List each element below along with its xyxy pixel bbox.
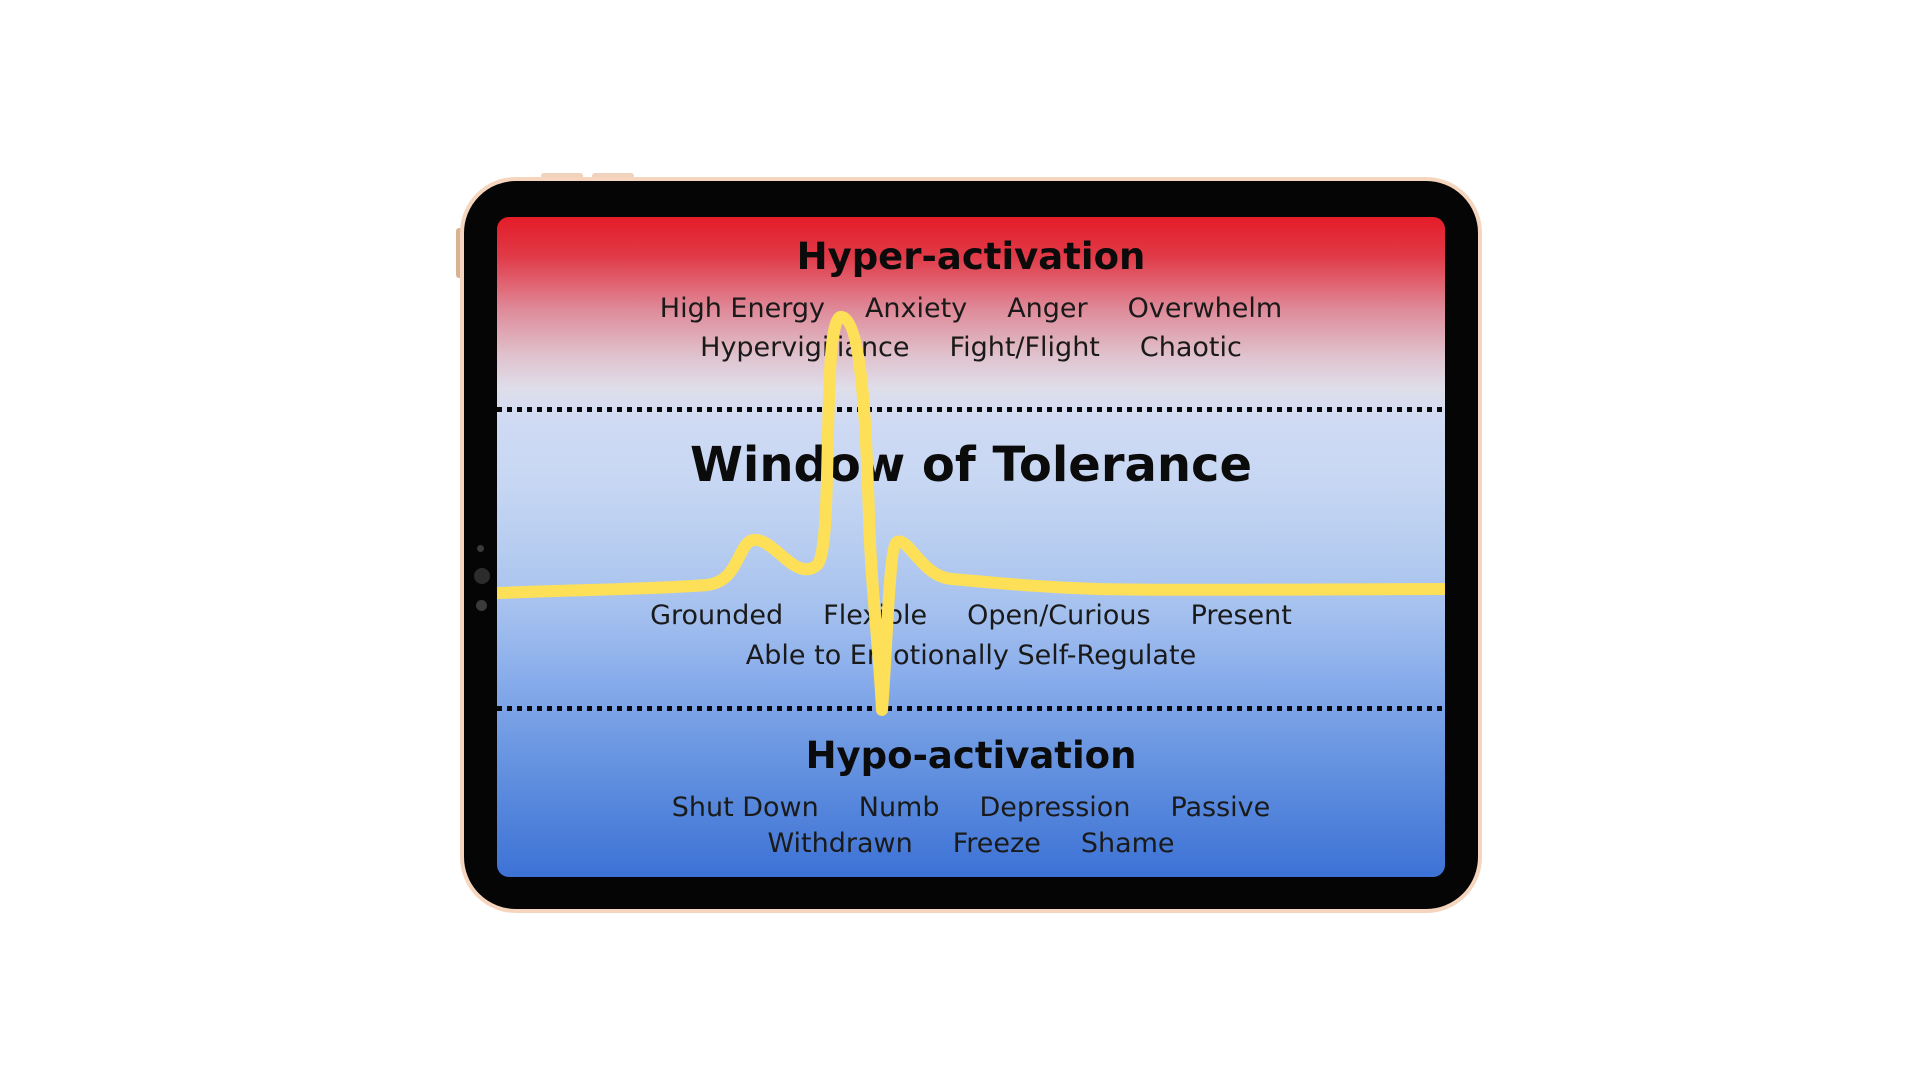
window-traits-row-1: Grounded Flexible Open/Curious Present (497, 600, 1445, 631)
upper-threshold-divider (497, 407, 1445, 412)
hypo-trait: Depression (979, 792, 1131, 823)
hyper-activation-title: Hyper-activation (796, 235, 1146, 278)
arousal-wave-graphic (497, 311, 1445, 716)
window-traits-row-2: Able to Emotionally Self-Regulate (497, 640, 1445, 671)
hyper-trait: Overwhelm (1127, 293, 1283, 324)
hyper-traits-row-1: High Energy Anxiety Anger Overwhelm (497, 293, 1445, 324)
hypo-trait: Freeze (952, 828, 1041, 859)
hypo-traits-row-1: Shut Down Numb Depression Passive (497, 792, 1445, 823)
hyper-trait: Hypervigiliance (700, 332, 910, 363)
hyper-trait: Anger (1007, 293, 1088, 324)
hypo-trait: Passive (1170, 792, 1271, 823)
window-trait: Open/Curious (967, 600, 1151, 631)
hyper-trait: Chaotic (1139, 332, 1242, 363)
hypo-trait: Shut Down (671, 792, 819, 823)
tablet-side-button (456, 228, 461, 278)
hypo-trait: Numb (858, 792, 940, 823)
window-trait: Grounded (650, 600, 784, 631)
lower-threshold-divider (497, 706, 1445, 711)
hyper-trait: Anxiety (864, 293, 968, 324)
tablet-top-button-1 (541, 173, 583, 178)
hyper-trait: Fight/Flight (949, 332, 1100, 363)
hypo-activation-title: Hypo-activation (805, 734, 1137, 777)
hypo-trait: Shame (1080, 828, 1175, 859)
hypo-traits-row-2: Withdrawn Freeze Shame (497, 828, 1445, 859)
hyper-traits-row-2: Hypervigiliance Fight/Flight Chaotic (497, 332, 1445, 363)
camera-dot (476, 600, 487, 611)
window-trait: Able to Emotionally Self-Regulate (745, 640, 1197, 671)
window-trait: Present (1190, 600, 1292, 631)
hypo-trait: Withdrawn (767, 828, 913, 859)
window-of-tolerance-title: Window of Tolerance (689, 437, 1253, 493)
tablet-top-button-2 (592, 173, 634, 178)
camera-dot-small (477, 545, 484, 552)
camera-lens (474, 568, 490, 584)
tablet-screen: Hyper-activation High Energy Anxiety Ang… (497, 217, 1445, 877)
arousal-wave-line (497, 311, 1445, 716)
hyper-trait: High Energy (659, 293, 825, 324)
